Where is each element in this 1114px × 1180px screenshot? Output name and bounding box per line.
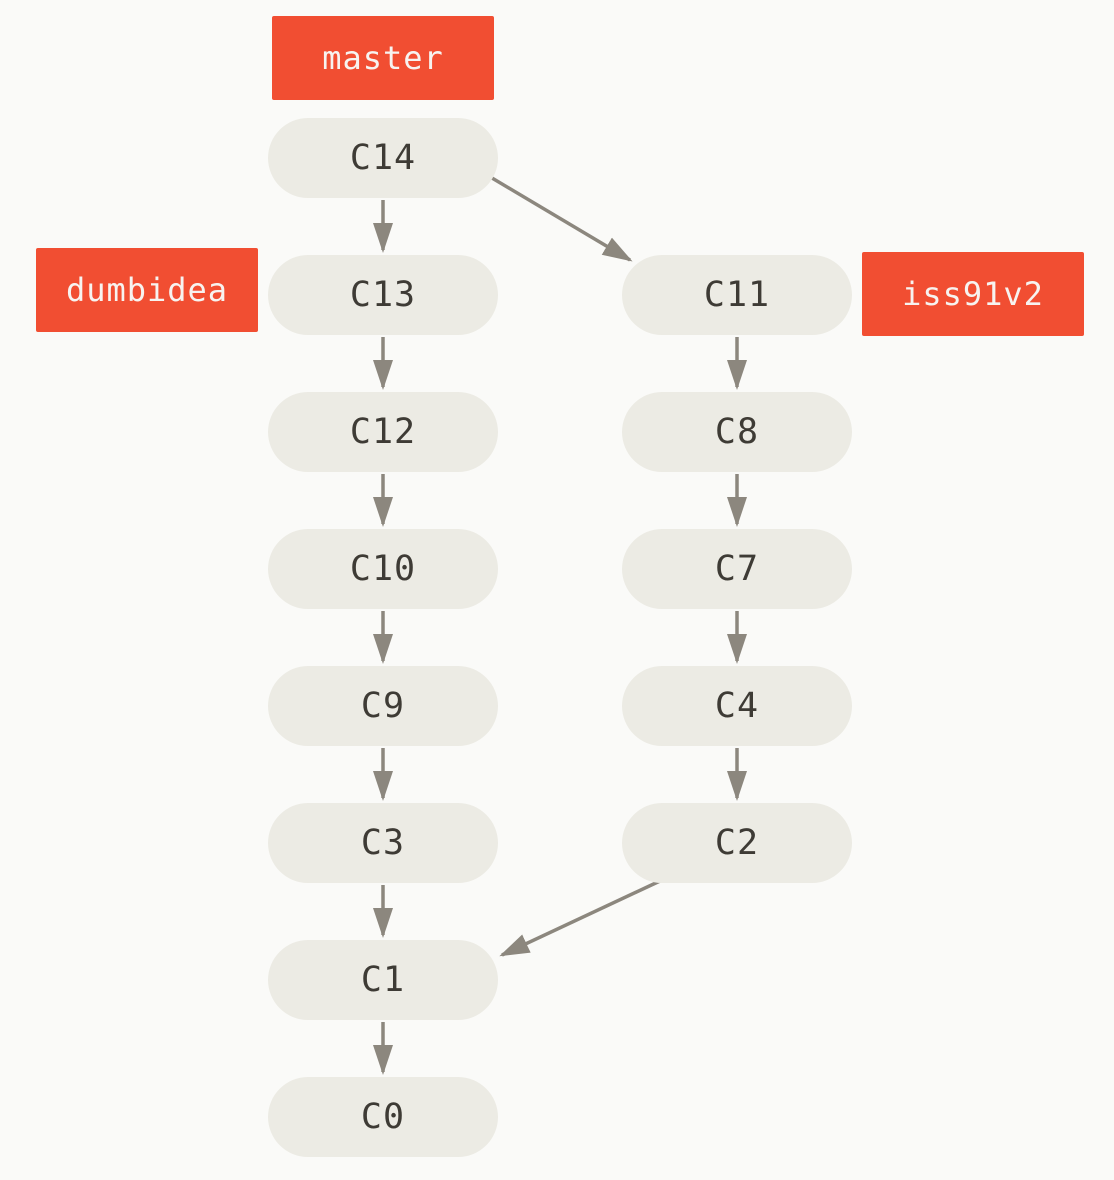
branch-label-master-text: master [322, 39, 444, 77]
edge-c14-c11 [491, 176, 633, 262]
commit-node-c0: C0 [268, 1077, 498, 1157]
commit-node-c11: C11 [622, 255, 852, 335]
commit-label-c2: C2 [714, 823, 760, 863]
edge-c2-c1 [499, 879, 661, 957]
commit-label-c9: C9 [360, 686, 406, 726]
branch-label-iss91v2-text: iss91v2 [902, 275, 1044, 313]
commit-label-c1: C1 [360, 960, 406, 1000]
commit-label-c10: C10 [349, 549, 417, 589]
commit-node-c1: C1 [268, 940, 498, 1020]
commit-node-c8: C8 [622, 392, 852, 472]
branch-label-dumbidea-text: dumbidea [65, 271, 229, 309]
commit-label-c4: C4 [714, 686, 760, 726]
commit-node-c2: C2 [622, 803, 852, 883]
commit-label-c13: C13 [349, 275, 417, 315]
commit-node-c4: C4 [622, 666, 852, 746]
commit-node-c13: C13 [268, 255, 498, 335]
commit-label-c14: C14 [349, 138, 417, 178]
commit-node-c7: C7 [622, 529, 852, 609]
commit-node-c12: C12 [268, 392, 498, 472]
commit-label-c3: C3 [360, 823, 406, 863]
branch-label-dumbidea: dumbidea [36, 248, 258, 332]
commit-node-c10: C10 [268, 529, 498, 609]
commit-node-c14: C14 [268, 118, 498, 198]
commit-node-c3: C3 [268, 803, 498, 883]
commit-label-c0: C0 [360, 1097, 406, 1137]
commit-node-c9: C9 [268, 666, 498, 746]
commit-label-c12: C12 [349, 412, 417, 452]
commit-label-c8: C8 [714, 412, 760, 452]
commit-label-c7: C7 [714, 549, 760, 589]
branch-label-master: master [272, 16, 494, 100]
commit-label-c11: C11 [703, 275, 771, 315]
branch-label-iss91v2: iss91v2 [862, 252, 1084, 336]
